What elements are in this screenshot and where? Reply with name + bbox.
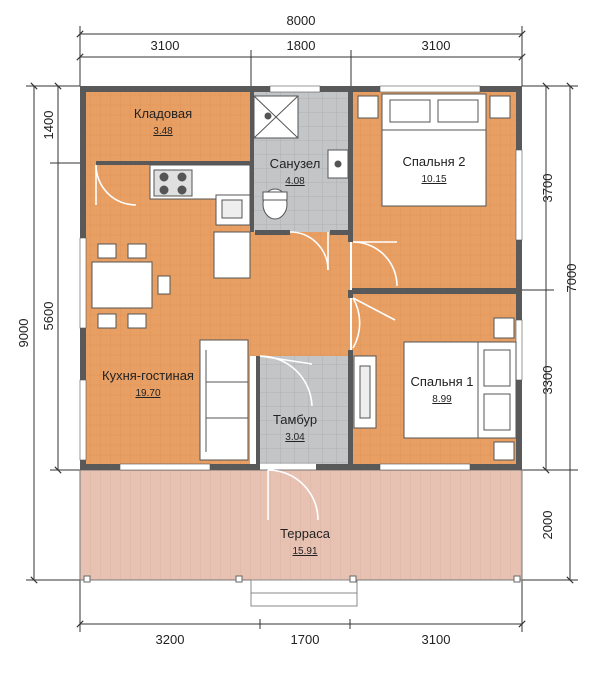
room-storage-name: Кладовая <box>134 106 192 121</box>
sofa <box>199 339 249 461</box>
kitchen-furniture <box>91 164 251 461</box>
room-bedroom1-name: Спальня 1 <box>410 374 473 389</box>
room-bedroom1-area: 8.99 <box>432 394 452 405</box>
room-bathroom-area: 4.08 <box>285 176 305 187</box>
dim-top-total: 8000 <box>287 13 316 28</box>
bedroom1-furniture <box>353 317 517 461</box>
dim-top-left: 3100 <box>151 38 180 53</box>
stove-icon <box>153 169 193 197</box>
room-terrace-area: 15.91 <box>292 546 317 557</box>
dim-left-lower: 5600 <box>41 302 56 331</box>
room-terrace-name: Терраса <box>280 526 331 541</box>
dining-table <box>91 261 153 309</box>
dim-top-right: 3100 <box>422 38 451 53</box>
dim-right-middle: 3300 <box>540 366 555 395</box>
room-labels: Кладовая 3.48 Санузел 4.08 Спальня 2 10.… <box>102 106 474 557</box>
windows <box>79 85 523 471</box>
doors <box>95 164 398 521</box>
dim-top-middle: 1800 <box>287 38 316 53</box>
room-vestibule-area: 3.04 <box>285 432 305 443</box>
dimension-lines <box>26 26 578 632</box>
nightstand <box>357 95 379 119</box>
dim-right-upper: 3700 <box>540 174 555 203</box>
vestibule-floor <box>260 356 350 464</box>
nightstand <box>493 317 515 339</box>
room-kitchen-living-area: 19.70 <box>135 388 160 399</box>
dim-right-lower: 2000 <box>540 511 555 540</box>
bedroom2-furniture <box>357 93 511 207</box>
fridge <box>213 231 251 279</box>
chair <box>97 243 117 259</box>
dim-bottom-middle: 1700 <box>291 632 320 647</box>
room-kitchen-living-name: Кухня-гостиная <box>102 368 194 383</box>
dim-left-upper: 1400 <box>41 111 56 140</box>
dim-bottom-left: 3200 <box>156 632 185 647</box>
dimension-labels: 8000 3100 1800 3100 3200 1700 3100 9000 … <box>16 13 579 647</box>
terrace <box>79 469 523 607</box>
dim-right-outer: 7000 <box>564 264 579 293</box>
room-bathroom-name: Санузел <box>270 156 321 171</box>
room-vestibule-name: Тамбур <box>273 412 317 427</box>
dim-left-outer: 9000 <box>16 319 31 348</box>
dim-bottom-right: 3100 <box>422 632 451 647</box>
room-storage-area: 3.48 <box>153 126 173 137</box>
room-bedroom2-name: Спальня 2 <box>402 154 465 169</box>
bathroom-fixtures <box>253 95 349 220</box>
room-bedroom2-area: 10.15 <box>421 174 446 185</box>
